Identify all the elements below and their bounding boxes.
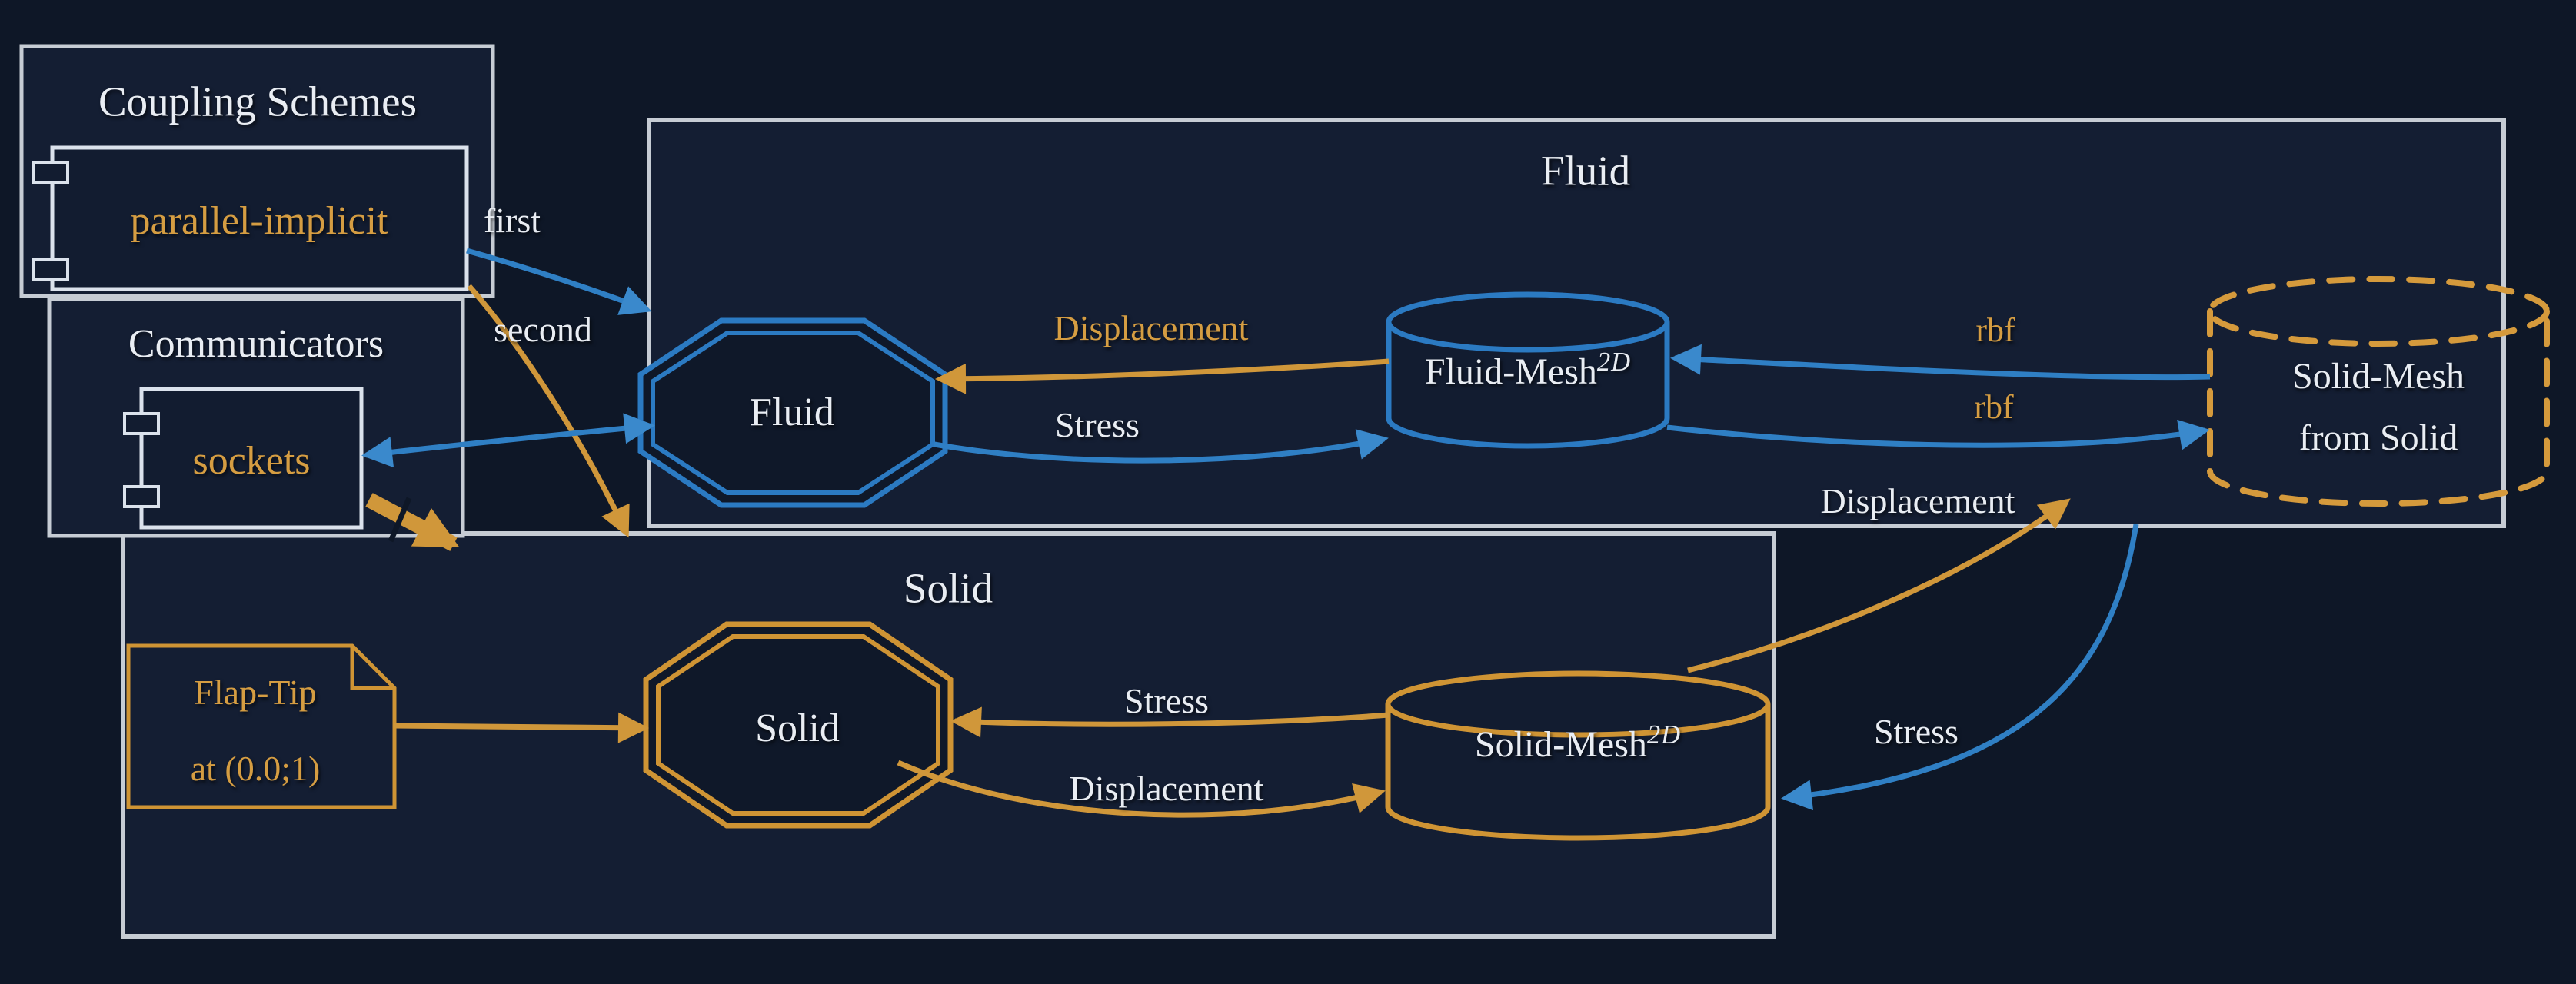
arrow-sockets-solid xyxy=(365,493,460,551)
port-icon xyxy=(32,258,69,281)
received-mesh-cylinder xyxy=(2207,308,2550,507)
solid-solver-octagon-inner xyxy=(656,634,940,816)
port-icon xyxy=(32,161,69,184)
solid-solver-octagon xyxy=(643,621,954,829)
flap-tip-note xyxy=(126,643,397,809)
arrow-rbf-top xyxy=(1670,344,2211,381)
fluid-mesh-cylinder-top xyxy=(1386,291,1670,353)
fluid-mesh-cylinder xyxy=(1386,322,1670,449)
arrow-displacement-fluid xyxy=(935,358,1390,394)
arrow-flaptip-solid xyxy=(394,712,649,743)
arrow-displacement-solid xyxy=(897,760,1386,818)
fluid-solver-octagon-inner xyxy=(651,331,935,495)
arrow-rbf-bottom xyxy=(1666,419,2210,450)
arrow-sockets-solid-notch xyxy=(388,497,412,543)
sockets-component xyxy=(139,387,364,530)
port-icon xyxy=(123,412,160,435)
solid-mesh-cylinder-top xyxy=(1385,670,1771,738)
fluid-solver-octagon xyxy=(637,317,948,508)
arrow-second-to-solid xyxy=(467,284,630,538)
arrow-stress-solid xyxy=(950,706,1390,738)
arrow-stress-fluid xyxy=(934,429,1389,464)
arrow-sockets-fluid xyxy=(361,413,655,468)
arrow-displacement-mapping xyxy=(1687,498,2071,673)
note-fold-icon xyxy=(350,646,394,690)
parallel-implicit-component xyxy=(50,145,469,291)
arrow-stress-mapping xyxy=(1781,524,2139,811)
solid-mesh-cylinder xyxy=(1385,704,1771,841)
received-mesh-cylinder-top xyxy=(2207,276,2550,347)
port-icon xyxy=(123,485,160,508)
arrow-first-to-fluid xyxy=(466,248,652,315)
